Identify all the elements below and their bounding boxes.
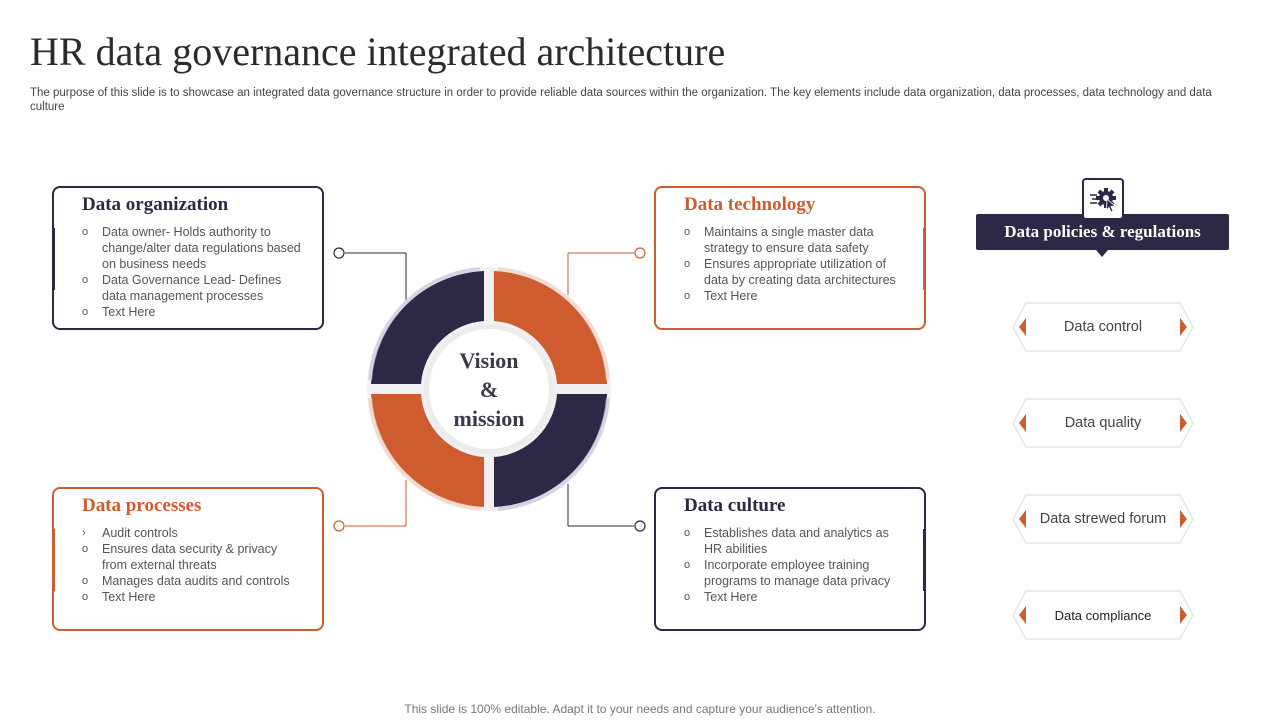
policy-item-label: Data control <box>1063 319 1143 335</box>
policy-item-label: Data compliance <box>1054 607 1152 623</box>
gear-cursor-icon <box>1082 178 1124 220</box>
policy-item-label: Data strewed forum <box>1039 511 1167 527</box>
ring-segment-top-right <box>494 271 607 384</box>
list-item: ›Audit controls <box>82 526 178 540</box>
ring-segment-bottom-right <box>494 394 607 507</box>
page-title: HR data governance integrated architectu… <box>30 29 726 74</box>
footer-note: This slide is 100% editable. Adapt it to… <box>404 702 876 716</box>
policy-item-data-control: Data control <box>1012 302 1194 352</box>
card-accent-bar <box>52 529 55 591</box>
policies-heading: Data policies & regulations <box>976 214 1229 257</box>
chevron-left-icon <box>1019 414 1026 432</box>
chevron-left-icon <box>1019 510 1026 528</box>
chevron-right-icon <box>1180 414 1187 432</box>
ring-segment-bottom-left <box>371 394 484 507</box>
chevron-right-icon <box>1180 510 1187 528</box>
card-title: Data technology <box>684 194 816 215</box>
ring-segment-top-left <box>371 271 484 384</box>
policy-item-label: Data quality <box>1064 415 1142 431</box>
card-title: Data organization <box>82 194 229 215</box>
vision-mission-label: Vision & mission <box>453 348 525 431</box>
ring-segments <box>371 271 607 507</box>
card-title: Data processes <box>82 495 202 516</box>
card-accent-bar <box>52 228 55 290</box>
card-accent-bar <box>923 228 926 290</box>
chevron-right-icon <box>1180 318 1187 336</box>
chevron-left-icon <box>1019 318 1026 336</box>
chevron-left-icon <box>1019 606 1026 624</box>
page-subtitle: The purpose of this slide is to showcase… <box>30 87 1212 113</box>
policy-item-data-strewed-forum: Data strewed forum <box>1012 494 1194 544</box>
chevron-right-icon <box>1180 606 1187 624</box>
card-title: Data culture <box>684 495 786 516</box>
card-accent-bar <box>923 529 926 591</box>
policy-item-data-quality: Data quality <box>1012 398 1194 448</box>
policy-item-data-compliance: Data compliance <box>1012 590 1194 640</box>
